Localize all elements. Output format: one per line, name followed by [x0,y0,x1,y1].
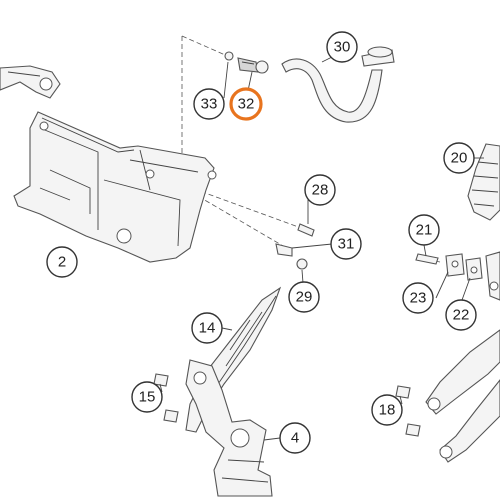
clip-part-31 [275,243,293,257]
callout-28-label: 28 [312,182,329,199]
callout-32: 32 [229,87,263,121]
footpeg-arm-right [425,329,500,463]
callout-28: 28 [304,174,336,206]
callout-31: 31 [330,228,362,260]
callout-4-label: 4 [291,430,299,447]
nut-part-29 [296,258,308,270]
callout-29-label: 29 [296,289,313,306]
callout-2-label: 2 [58,254,66,271]
footrest-part-20 [467,143,500,221]
callout-14-label: 14 [199,320,216,337]
callout-22: 22 [445,299,477,331]
callout-32-label: 32 [238,96,255,113]
bolt-part-28 [297,223,315,237]
callout-group: 30 33 32 20 28 21 2 31 [46,31,477,454]
plate-part-23 [445,253,465,277]
footpeg-bracket-part-4 [185,359,273,497]
callout-22-label: 22 [453,307,470,324]
spring-part-22 [465,257,483,281]
hose-part-30 [281,46,395,123]
callout-33-label: 33 [201,96,218,113]
callout-23: 23 [402,282,434,314]
screw-part-18 [395,385,421,437]
washer-part-33 [224,51,234,61]
screw-part-15 [153,373,179,423]
callout-30-label: 30 [334,39,351,56]
lever-part-top-left [0,65,61,99]
callout-21-label: 21 [416,222,433,239]
callout-15: 15 [131,381,163,413]
callout-33: 33 [193,88,225,120]
callout-30: 30 [326,31,358,63]
callout-23-label: 23 [410,290,427,307]
callout-4: 4 [279,422,311,454]
callout-29: 29 [288,281,320,313]
callout-20: 20 [443,142,475,174]
bracket-plate-part-2 [13,111,217,263]
callout-14: 14 [191,312,223,344]
callout-21: 21 [408,214,440,246]
screw-part-32 [237,57,269,74]
callout-15-label: 15 [139,389,156,406]
callout-31-label: 31 [338,236,355,253]
callout-18: 18 [371,394,403,426]
callout-2: 2 [46,246,78,278]
callout-18-label: 18 [379,402,396,419]
bracket-part-right [485,251,500,301]
callout-20-label: 20 [451,150,468,167]
pin-part-21 [415,253,439,265]
